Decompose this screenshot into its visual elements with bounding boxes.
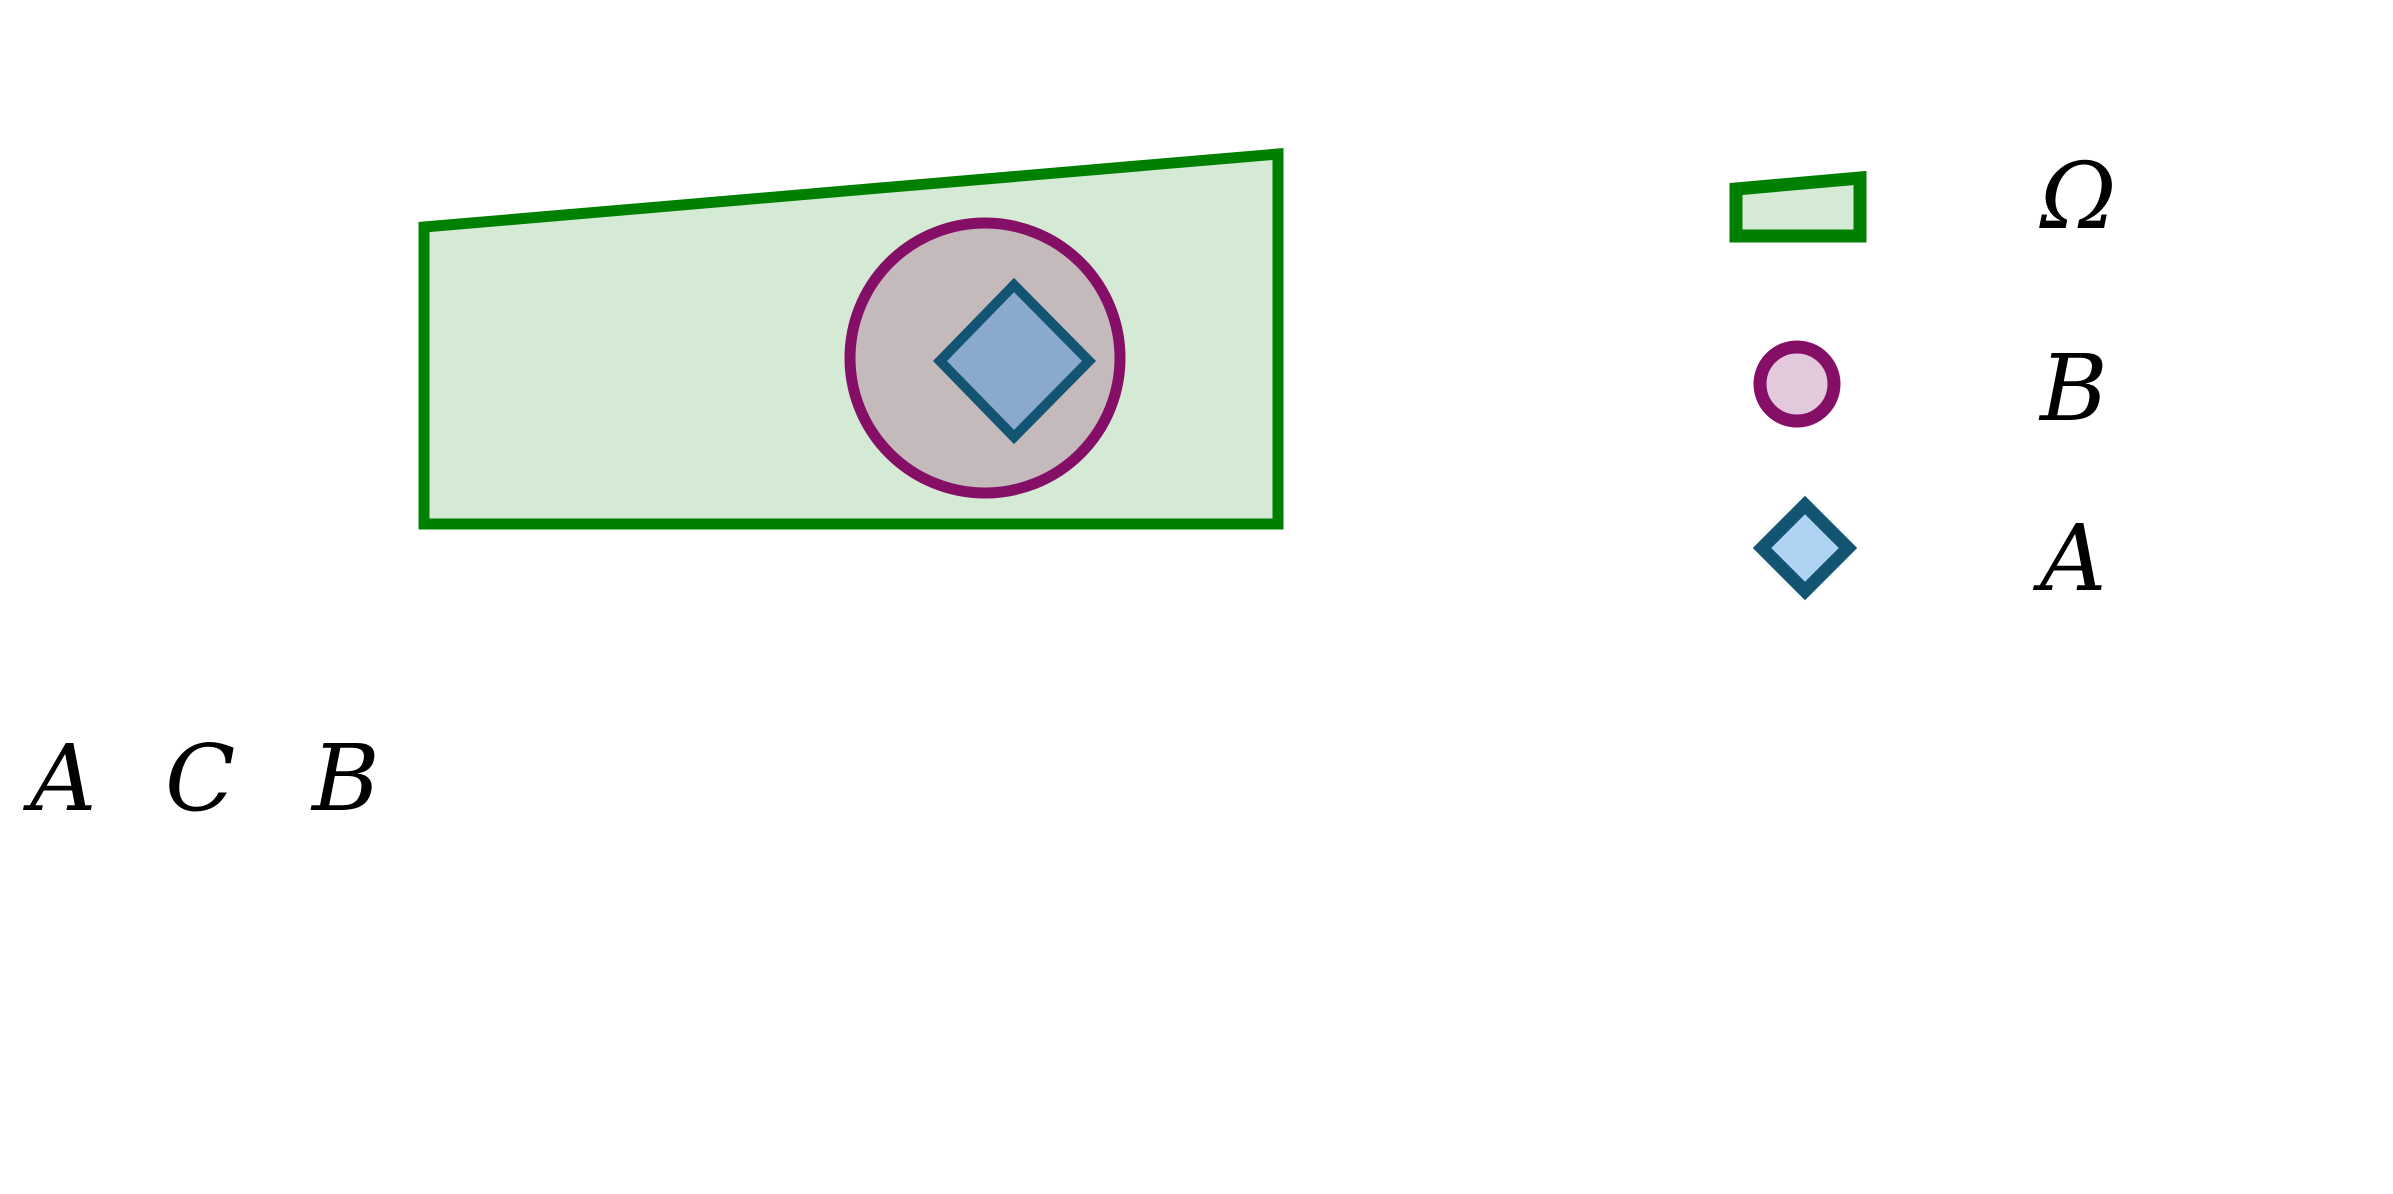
answer-letter-2: C xyxy=(165,725,235,832)
legend-label-diamond: A xyxy=(2032,505,2106,612)
answer-letter-1: A xyxy=(22,725,96,832)
legend-label-quadrilateral: Ω xyxy=(2039,143,2116,250)
main-diamond xyxy=(933,277,1097,445)
legend-diamond-icon xyxy=(1752,495,1858,601)
legend-circle-icon xyxy=(1753,340,1841,428)
legend-label-circle: B xyxy=(2038,335,2108,442)
answer-letter-3: B xyxy=(310,725,380,832)
legend-quadrilateral-icon xyxy=(1729,170,1867,243)
